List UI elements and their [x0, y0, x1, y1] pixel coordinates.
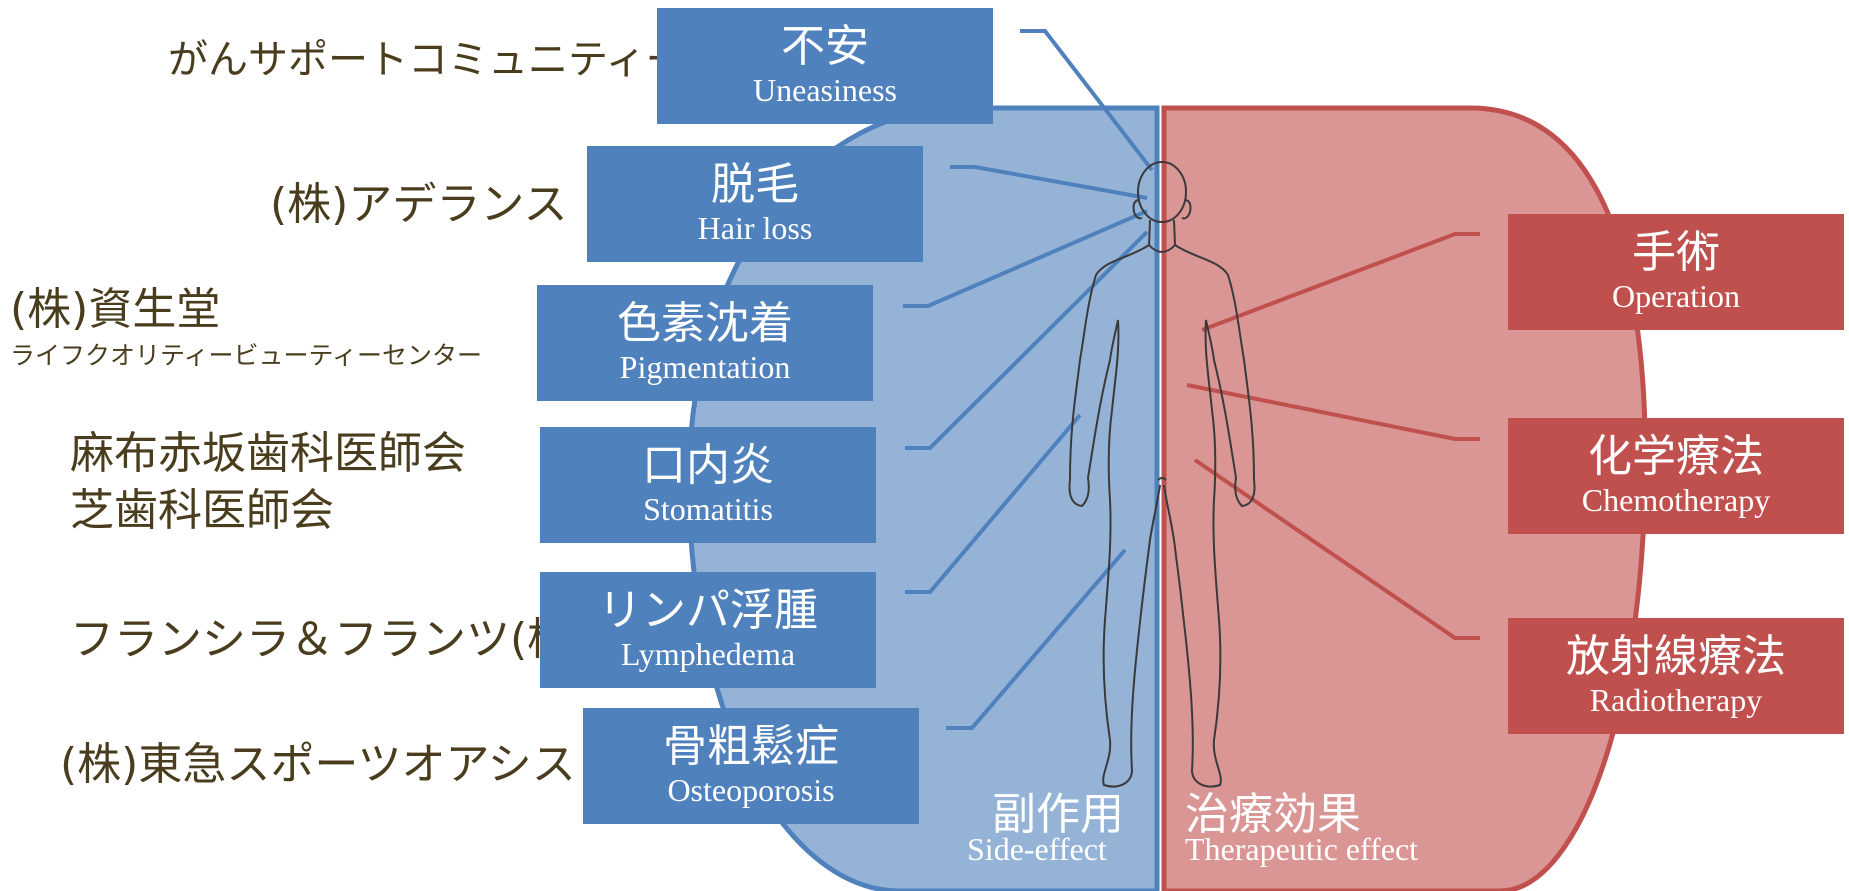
side-effect-jp-label: 不安	[781, 21, 869, 73]
org-line: フランシラ＆フランツ(株)	[70, 614, 589, 665]
side-effect-pigmentation-box: 色素沈着 Pigmentation	[537, 285, 873, 401]
therapy-radiotherapy-box: 放射線療法 Radiotherapy	[1508, 618, 1844, 734]
therapy-en-label: Operation	[1612, 277, 1740, 314]
connector-uneasiness	[1020, 29, 1154, 172]
org-label-aderans: (株)アデランス	[270, 179, 568, 231]
side-effect-en-label: Uneasiness	[753, 71, 897, 108]
side-effect-connectors	[903, 29, 1154, 730]
therapy-operation-box: 手術 Operation	[1508, 214, 1844, 330]
therapy-jp-label: 放射線療法	[1566, 631, 1786, 683]
side-effect-lymphedema-box: リンパ浮腫 Lymphedema	[540, 572, 876, 688]
connector-stomatitis	[905, 230, 1149, 450]
side-effect-uneasiness-box: 不安 Uneasiness	[657, 8, 993, 124]
side-effect-jp-label: 骨粗鬆症	[663, 721, 839, 773]
connector-radiotherapy	[1193, 458, 1480, 640]
side-effect-stomatitis-box: 口内炎 Stomatitis	[540, 427, 876, 543]
side-effect-osteoporosis-box: 骨粗鬆症 Osteoporosis	[583, 708, 919, 824]
therapy-en-label: Chemotherapy	[1581, 481, 1771, 518]
side-effect-caption-jp: 副作用	[992, 789, 1124, 840]
org-line: (株)東急スポーツオアシス	[60, 739, 576, 790]
therapy-en-label: Radiotherapy	[1589, 681, 1763, 718]
side-effect-en-label: Lymphedema	[620, 635, 796, 672]
side-effect-caption-en: Side-effect	[967, 831, 1107, 867]
therapy-jp-label: 手術	[1632, 227, 1720, 279]
org-line: ライフクオリティービューティーセンター	[10, 340, 483, 370]
therapy-chemotherapy-box: 化学療法 Chemotherapy	[1508, 418, 1844, 534]
org-line: 麻布赤坂歯科医師会	[70, 428, 466, 479]
side-effect-en-label: Osteoporosis	[667, 771, 835, 808]
side-effect-en-label: Stomatitis	[643, 490, 773, 527]
connector-lymphedema	[905, 413, 1082, 594]
side-effect-jp-label: リンパ浮腫	[598, 585, 818, 637]
connector-operation	[1201, 232, 1480, 332]
org-line: 芝歯科医師会	[70, 485, 334, 537]
org-line: (株)資生堂	[10, 284, 221, 335]
connector-pigmentation	[903, 209, 1148, 308]
therapy-jp-label: 化学療法	[1588, 431, 1764, 483]
side-effect-hair-loss-box: 脱毛 Hair loss	[587, 146, 923, 262]
connector-hair-loss	[950, 165, 1148, 200]
org-label-shiseido: (株)資生堂 ライフクオリティービューティーセンター	[10, 284, 483, 370]
therapeutic-caption-en: Therapeutic effect	[1185, 831, 1419, 867]
org-label-dental-associations: 麻布赤坂歯科医師会 芝歯科医師会	[70, 425, 466, 539]
org-line: がんサポートコミュニティー	[168, 37, 686, 83]
side-effect-en-label: Hair loss	[697, 209, 813, 246]
connector-osteoporosis	[946, 548, 1127, 730]
side-effect-en-label: Pigmentation	[619, 348, 791, 385]
therapy-connectors	[1186, 232, 1480, 640]
therapeutic-caption-jp: 治療効果	[1185, 789, 1361, 840]
side-effect-jp-label: 色素沈着	[617, 298, 793, 350]
org-line: (株)アデランス	[270, 179, 568, 230]
connector-chemotherapy	[1186, 383, 1480, 441]
org-label-tokyu-sports-oasis: (株)東急スポーツオアシス	[60, 739, 576, 791]
side-effect-jp-label: 脱毛	[711, 159, 799, 211]
org-label-fransila-frantsu: フランシラ＆フランツ(株)	[70, 614, 589, 666]
human-figure	[1068, 161, 1256, 788]
side-effect-jp-label: 口内炎	[642, 440, 774, 492]
org-label-cancer-support-community: がんサポートコミュニティー	[168, 37, 686, 83]
